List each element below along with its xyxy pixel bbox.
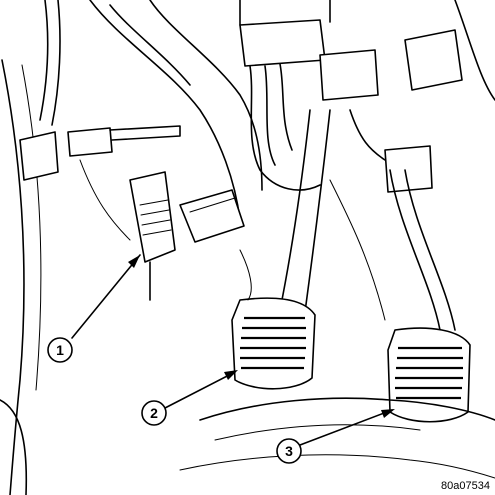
floor	[179, 179, 495, 479]
callout-2-label: 2	[150, 405, 158, 421]
brake-pedal	[231, 109, 331, 390]
callout-3-label: 3	[285, 443, 293, 459]
callout-2-arrowhead	[224, 370, 238, 380]
accelerator-pedal-pad-ribs	[395, 346, 463, 400]
callout-1: 1	[47, 254, 141, 363]
left-pillar	[0, 59, 42, 495]
callout-1-label: 1	[56, 342, 64, 358]
callout-2-leader	[164, 371, 236, 409]
callout-3-leader	[299, 409, 393, 446]
hood-release-bracket	[129, 171, 176, 301]
callout-2: 2	[141, 370, 238, 426]
callout-3: 3	[276, 409, 395, 464]
callout-1-leader	[71, 254, 141, 339]
steering-column	[89, 0, 263, 243]
brake-pedal-pad-ribs	[240, 316, 306, 370]
callout-3-circle	[276, 438, 302, 464]
wiring-harness-left	[19, 0, 181, 241]
callout-1-circle	[47, 337, 73, 363]
accelerator-pedal	[387, 169, 471, 423]
callout-1-arrowhead	[128, 255, 140, 268]
callout-3-arrowhead	[381, 409, 395, 418]
callout-2-circle	[141, 400, 167, 426]
upper-harness	[239, 0, 495, 193]
figure-code: 80a07534	[441, 480, 490, 492]
